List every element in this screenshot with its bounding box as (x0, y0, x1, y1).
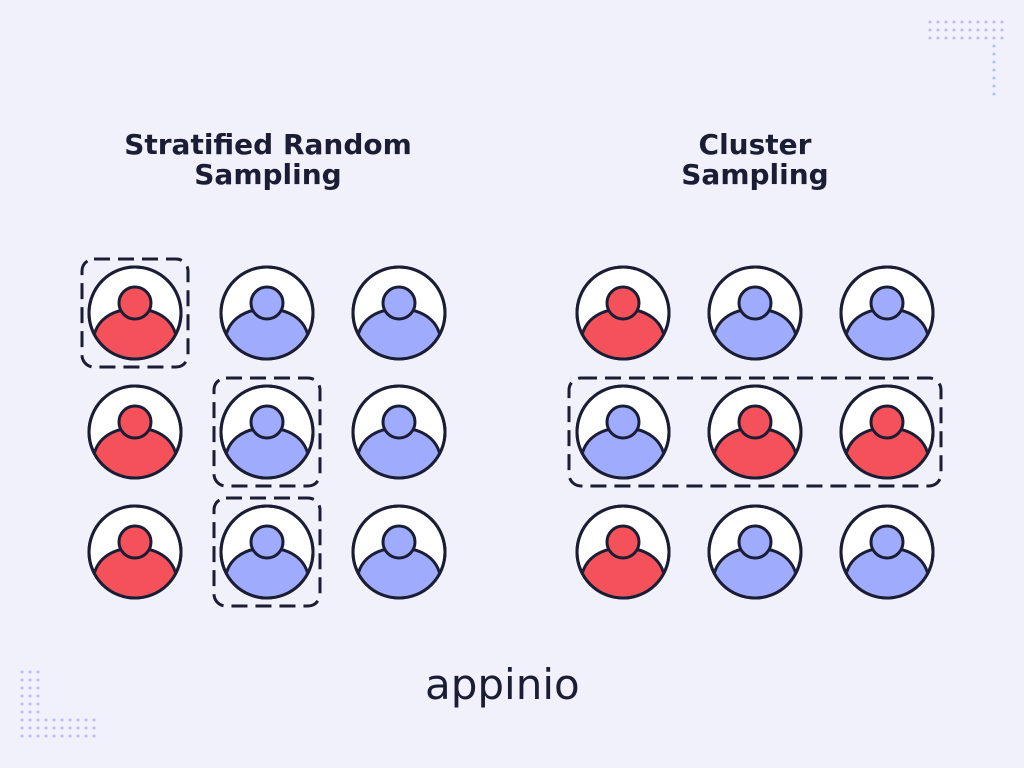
cluster-person-r2c0 (575, 504, 671, 600)
stratified-person-r0c1 (219, 265, 315, 361)
cluster-person-r0c0 (575, 265, 671, 361)
stratified-person-r1c2 (351, 384, 447, 480)
cluster-sampling-title: Cluster Sampling (681, 128, 829, 191)
stratified-person-r0c0 (87, 265, 183, 361)
stratified-selection-r1c1 (212, 376, 322, 488)
cluster-person-r0c1 (707, 265, 803, 361)
stratified-sampling-title: Stratified Random Sampling (124, 128, 412, 191)
stratified-person-r2c1 (219, 504, 315, 600)
stratified-selection-r2c1 (212, 496, 322, 608)
cluster-person-r1c1 (707, 384, 803, 480)
stratified-selection-r0c0 (80, 257, 190, 369)
cluster-person-r1c2 (839, 384, 935, 480)
appinio-logo: appinio (425, 660, 580, 709)
stratified-person-r1c0 (87, 384, 183, 480)
stratified-person-r2c2 (351, 504, 447, 600)
cluster-person-r1c0 (575, 384, 671, 480)
logo-text: appinio (425, 660, 580, 709)
stratified-person-r2c0 (87, 504, 183, 600)
decor-dots-bottom (20, 718, 96, 738)
stratified-person-r1c1 (219, 384, 315, 480)
cluster-person-r2c2 (839, 504, 935, 600)
stratified-person-r0c2 (351, 265, 447, 361)
decor-dots-top (928, 20, 1004, 40)
cluster-person-r0c2 (839, 265, 935, 361)
cluster-person-r2c1 (707, 504, 803, 600)
decor-dots-left (20, 670, 40, 714)
cluster-selection-row (567, 376, 943, 488)
decor-dots-right (992, 44, 996, 96)
